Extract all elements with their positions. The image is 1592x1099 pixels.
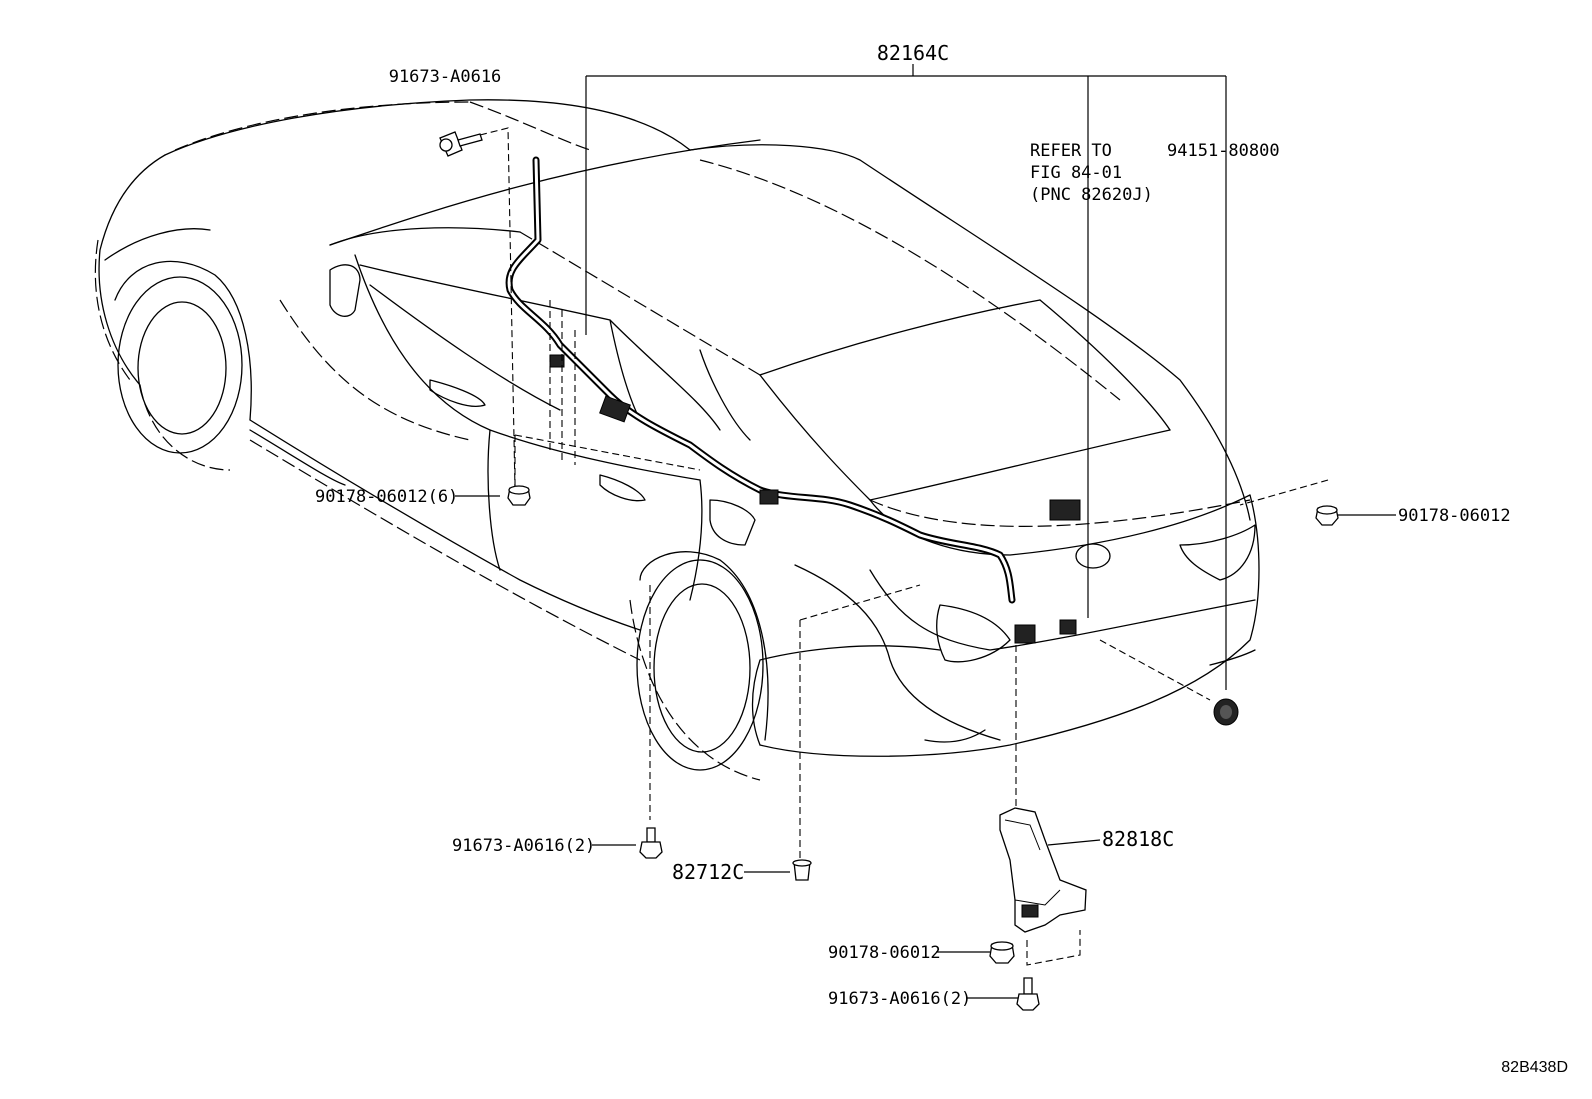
label-grommet-plug: 94151-80800 xyxy=(1167,141,1280,161)
reference-note-line-3: (PNC 82620J) xyxy=(1030,185,1153,205)
label-clamp: 82712C xyxy=(672,860,744,884)
label-harness-main: 82164C xyxy=(877,41,949,65)
clip-left-icon xyxy=(507,485,531,506)
leader-lines xyxy=(455,64,1396,999)
grommet-plug-icon xyxy=(1213,698,1239,726)
label-bracket: 82818C xyxy=(1102,827,1174,851)
screw-bottom-icon xyxy=(1016,977,1040,1011)
label-screw-top: 91673-A0616 xyxy=(389,67,502,87)
label-screw-bottom: 91673-A0616(2) xyxy=(828,989,971,1009)
clip-right-icon xyxy=(1315,505,1339,526)
label-clip-bottom: 90178-06012 xyxy=(828,943,941,963)
diagram-code: 82B438D xyxy=(1501,1059,1568,1076)
screw-top-icon xyxy=(439,131,483,157)
clip-bottom-icon xyxy=(989,941,1015,964)
clamp-icon xyxy=(792,859,812,881)
label-screw-lower-left: 91673-A0616(2) xyxy=(452,836,595,856)
bracket-icon xyxy=(999,807,1087,933)
label-clip-right: 90178-06012 xyxy=(1398,506,1511,526)
reference-note-line-1: REFER TO xyxy=(1030,141,1112,161)
reference-note-line-2: FIG 84-01 xyxy=(1030,163,1122,183)
screw-lower-left-icon xyxy=(639,827,663,859)
wire-harness xyxy=(505,156,1081,644)
label-clip-left: 90178-06012(6) xyxy=(315,487,458,507)
